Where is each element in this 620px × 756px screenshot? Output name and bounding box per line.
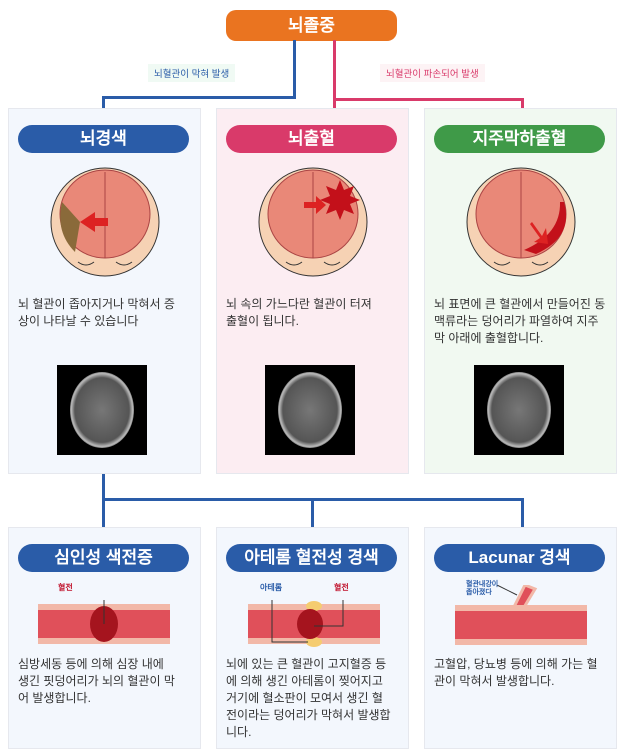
ct-scan-infarction bbox=[57, 365, 147, 455]
desc-cerebral-infarction: 뇌 혈관이 좁아지거나 막혀서 증상이 나타날 수 있습니다 bbox=[18, 297, 175, 328]
stroke-title: 뇌졸중 bbox=[226, 10, 397, 41]
vessel-lacunar-icon bbox=[455, 585, 587, 645]
desc-atherothrombotic: 뇌에 있는 큰 혈관이 고지혈증 등에 의해 생긴 아테롬이 찢어지고 거기에 … bbox=[226, 657, 391, 739]
vessel-clot-icon bbox=[38, 600, 170, 644]
pill-cerebral-hemorrhage: 뇌출혈 bbox=[226, 125, 397, 153]
pill-cerebral-infarction: 뇌경색 bbox=[18, 125, 189, 153]
brain-subarachnoid-icon bbox=[466, 167, 576, 277]
pill-atherothrombotic: 아테롬 혈전성 경색 bbox=[226, 544, 397, 572]
brain-hemorrhage-icon bbox=[258, 167, 368, 277]
label-clot: 혈전 bbox=[58, 583, 73, 592]
label-thrombus: 혈전 bbox=[334, 583, 349, 592]
pill-lacunar: Lacunar 경색 bbox=[434, 544, 605, 572]
desc-lacunar: 고혈압, 당뇨병 등에 의해 가는 혈관이 막혀서 발생합니다. bbox=[434, 657, 598, 688]
desc-cerebral-hemorrhage: 뇌 속의 가느다란 혈관이 터져 출혈이 됩니다. bbox=[226, 297, 372, 328]
label-lumen-narrowed: 혈관내강이 좁아졌다 bbox=[466, 581, 499, 596]
branch-label-ruptured: 뇌혈관이 파손되어 발생 bbox=[380, 64, 485, 82]
branch-label-blocked: 뇌혈관이 막혀 발생 bbox=[148, 64, 236, 82]
brain-infarction-icon bbox=[50, 167, 160, 277]
ct-scan-subarachnoid bbox=[474, 365, 564, 455]
label-atheroma: 아테롬 bbox=[260, 583, 283, 592]
pill-subarachnoid-hemorrhage: 지주막하출혈 bbox=[434, 125, 605, 153]
desc-subarachnoid-hemorrhage: 뇌 표면에 큰 혈관에서 만들어진 동맥류라는 덩어리가 파열하여 지주막 아래… bbox=[434, 297, 606, 345]
ct-scan-hemorrhage bbox=[265, 365, 355, 455]
pill-cardioembolic: 심인성 색전증 bbox=[18, 544, 189, 572]
vessel-atheroma-icon bbox=[248, 600, 380, 647]
desc-cardioembolic: 심방세동 등에 의해 심장 내에 생긴 핏덩어리가 뇌의 혈관이 막어 발생합니… bbox=[18, 657, 175, 705]
